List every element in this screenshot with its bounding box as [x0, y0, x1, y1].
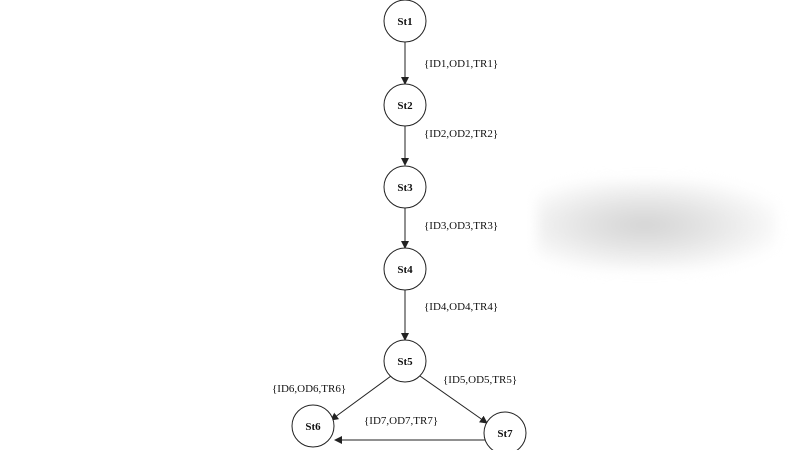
node-label-st2: St2	[397, 100, 413, 112]
edge-st5-st7	[419, 375, 488, 424]
edge-label-st4-st5: {ID4,OD4,TR4}	[424, 301, 498, 313]
edge-st5-st6	[330, 375, 392, 421]
node-st5: St5	[383, 339, 427, 383]
edge-label-st2-st3: {ID2,OD2,TR2}	[424, 128, 498, 140]
blurred-region	[527, 0, 800, 450]
edge-label-st1-st2: {ID1,OD1,TR1}	[424, 58, 498, 70]
node-st6: St6	[291, 404, 335, 448]
node-st2: St2	[383, 83, 427, 127]
node-st4: St4	[383, 247, 427, 291]
node-label-st6: St6	[305, 421, 321, 433]
edge-label-st5-st6: {ID6,OD6,TR6}	[272, 383, 346, 395]
blurred-smudge	[537, 180, 777, 270]
node-label-st1: St1	[397, 16, 412, 28]
node-label-st5: St5	[397, 356, 413, 368]
node-label-st4: St4	[397, 264, 413, 276]
edge-label-st5-st7: {ID5,OD5,TR5}	[443, 374, 517, 386]
node-label-st3: St3	[397, 182, 413, 194]
edge-label-st7-st6: {ID7,OD7,TR7}	[364, 415, 438, 427]
node-label-st7: St7	[497, 428, 513, 440]
node-st7: St7	[483, 411, 527, 450]
edge-label-st3-st4: {ID3,OD3,TR3}	[424, 220, 498, 232]
node-st3: St3	[383, 165, 427, 209]
state-diagram: {ID1,OD1,TR1} {ID2,OD2,TR2} {ID3,OD3,TR3…	[272, 0, 527, 450]
node-st1: St1	[383, 0, 427, 43]
